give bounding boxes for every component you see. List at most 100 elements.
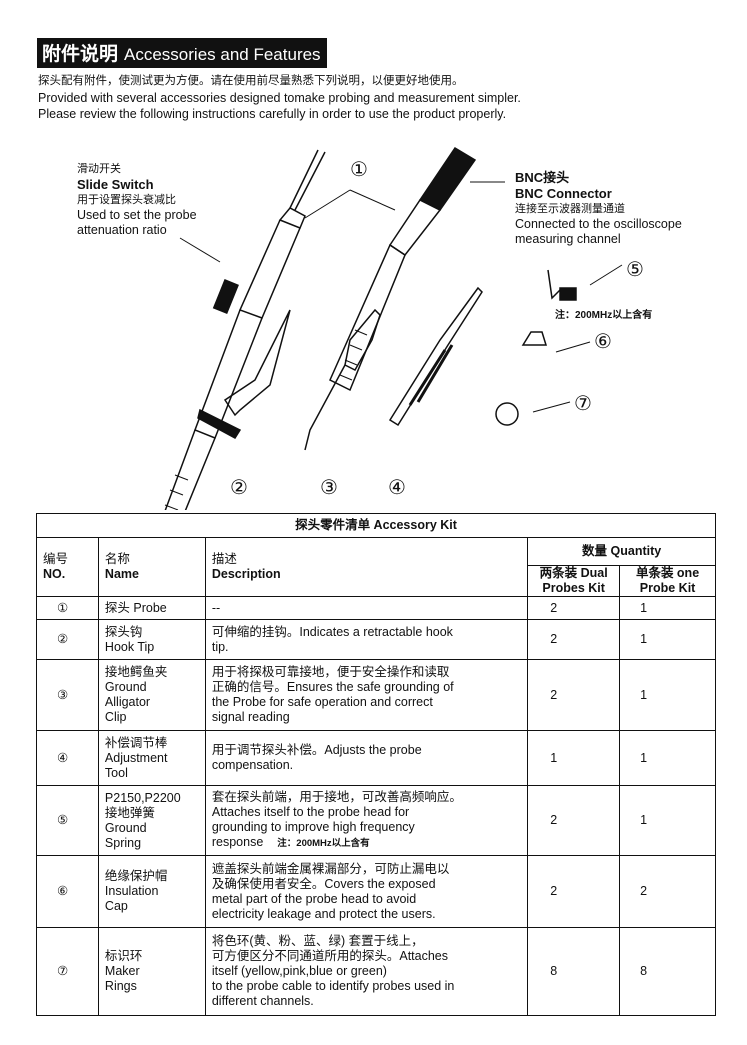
description-line: -- — [211, 600, 221, 615]
name-line: Ground — [104, 820, 147, 835]
name-line: P2150,P2200 — [104, 790, 181, 805]
intro-en-1: Provided with several accessories design… — [38, 91, 521, 105]
cell-dual-qty: 2 — [527, 619, 621, 660]
cell-dual-qty: 8 — [527, 927, 621, 1016]
cell-name: 探头 Probe — [97, 596, 206, 620]
marker-3: ③ — [320, 477, 338, 499]
description-line: signal reading — [211, 710, 290, 724]
description-line: 遮盖探头前端金属裸漏部分，可防止漏电以 — [211, 861, 450, 876]
marker-7: ⑦ — [574, 393, 592, 415]
name-line: Cap — [104, 899, 128, 913]
cell-description: 用于将探极可靠接地，便于安全操作和读取正确的信号。Ensures the saf… — [204, 659, 529, 731]
name-line: Rings — [104, 979, 137, 993]
description-line: response — [211, 835, 264, 849]
row-note: 注：200MHz以上含有 — [277, 838, 370, 849]
cell-dual-qty: 2 — [527, 596, 621, 620]
cell-one-qty: 1 — [619, 730, 716, 786]
hook-tip-drawing — [197, 309, 291, 439]
name-line: Ground — [104, 680, 147, 694]
cell-one-qty: 1 — [619, 785, 716, 856]
name-line: Adjustment — [104, 750, 168, 765]
name-line: Spring — [104, 835, 142, 850]
name-line: Tool — [104, 765, 128, 780]
ground-spring-drawing — [547, 269, 577, 301]
name-line: Hook Tip — [104, 639, 155, 654]
description-line: 可伸缩的挂钩。Indicates a retractable hook — [211, 624, 453, 639]
intro-cn: 探头配有附件，使测试更为方便。请在使用前尽量熟悉下列说明，以便更好地使用。 — [38, 75, 464, 87]
name-line: 接地弹簧 — [104, 805, 155, 820]
name-line: 探头 Probe — [104, 600, 167, 615]
cell-no: ⑦ — [36, 927, 99, 1016]
description-line: itself (yellow,pink,blue or green) — [211, 964, 387, 978]
cell-one-qty: 1 — [619, 659, 716, 731]
cell-one-qty: 8 — [619, 927, 716, 1016]
cell-no: ⑥ — [36, 855, 99, 928]
marker-4: ④ — [388, 477, 406, 499]
description-line: to the probe cable to identify probes us… — [211, 979, 455, 993]
cell-dual-qty: 2 — [527, 659, 621, 731]
cell-description: 将色环(黄、粉、蓝、绿) 套置于线上，可方便区分不同通道所用的探头。Attach… — [204, 927, 529, 1016]
marker-ring-drawing — [495, 402, 519, 426]
marker-6: ⑥ — [594, 331, 612, 353]
description-line: 可方便区分不同通道所用的探头。Attaches — [211, 949, 448, 963]
name-line: Alligator — [104, 695, 151, 709]
probe-drawing — [164, 146, 477, 510]
cell-no: ④ — [36, 730, 99, 786]
leader-lines — [179, 181, 623, 413]
description-line: 套在探头前端，用于接地，可改善高频响应。 — [211, 790, 462, 804]
name-line: Clip — [104, 710, 127, 724]
description-line: 正确的信号。Ensures the safe grounding of — [211, 680, 454, 694]
description-line: different channels. — [211, 994, 314, 1008]
slide-switch-label: 滑动开关 Slide Switch 用于设置探头衰减比 Used to set … — [77, 163, 197, 237]
description-line: compensation. — [211, 758, 294, 772]
description-line: Attaches itself to the probe head for — [211, 805, 410, 819]
description-line: 及确保使用者安全。Covers the exposed — [211, 876, 436, 891]
description-line: 用于将探极可靠接地，便于安全操作和读取 — [211, 665, 450, 679]
cell-dual-qty: 1 — [527, 730, 621, 786]
insulation-cap-drawing — [521, 331, 548, 346]
cell-dual-qty: 2 — [527, 785, 621, 856]
name-line: 补偿调节棒 — [104, 735, 168, 750]
description-line: the Probe for safe operation and correct — [211, 695, 433, 709]
intro-en-2: Please review the following instructions… — [38, 107, 507, 121]
description-line: tip. — [211, 639, 229, 654]
cell-dual-qty: 2 — [527, 855, 621, 928]
cell-one-qty: 1 — [619, 596, 716, 620]
accessories-illustration — [164, 146, 623, 510]
name-line: 接地鳄鱼夹 — [104, 665, 168, 679]
description-line: grounding to improve high frequency — [211, 820, 415, 834]
description-line: 将色环(黄、粉、蓝、绿) 套置于线上， — [211, 934, 424, 948]
cell-description: 遮盖探头前端金属裸漏部分，可防止漏电以及确保使用者安全。Covers the e… — [204, 855, 529, 928]
name-line: Maker — [104, 964, 140, 978]
cell-one-qty: 2 — [619, 855, 716, 928]
adjustment-tool-drawing — [388, 286, 483, 427]
cell-description: -- — [204, 596, 529, 620]
name-line: Insulation — [104, 884, 159, 898]
name-line: 标识环 — [104, 949, 143, 963]
cell-no: ③ — [36, 659, 99, 731]
cell-one-qty: 1 — [619, 619, 716, 660]
cell-no: ① — [36, 596, 99, 620]
description-line: electricity leakage and protect the user… — [211, 906, 436, 921]
marker-1: ① — [350, 159, 368, 181]
